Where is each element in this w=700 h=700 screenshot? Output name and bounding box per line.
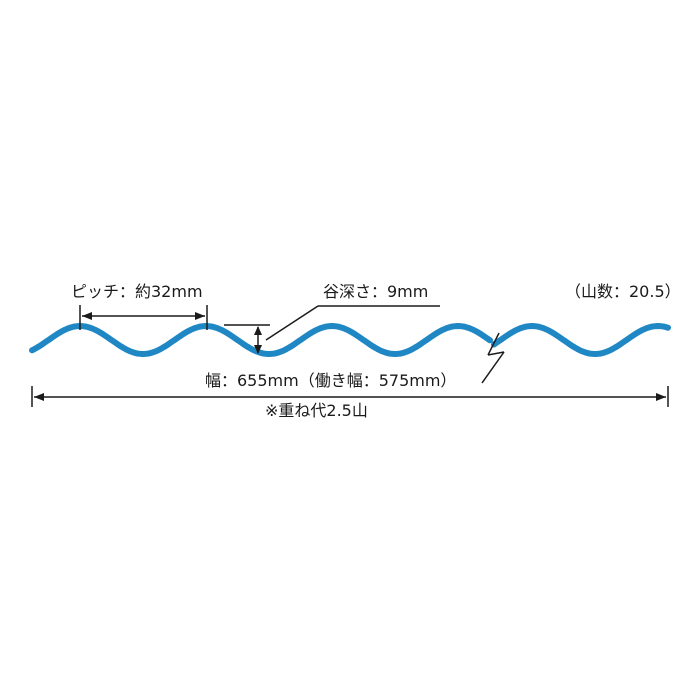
crest-count-label: （山数：20.5） — [565, 282, 681, 301]
pitch-dimension — [79, 305, 208, 330]
depth-dimension — [224, 305, 440, 354]
pitch-label: ピッチ：約32mm — [71, 282, 203, 301]
width-dimension — [31, 386, 669, 407]
overlap-label: ※重ね代2.5山 — [265, 401, 368, 420]
wave-profile-left — [29, 322, 493, 357]
break-mark — [481, 332, 505, 384]
wave-profile-right — [491, 322, 671, 357]
valley-depth-label: 谷深さ：9mm — [323, 282, 429, 301]
width-label: 幅：655mm（働き幅：575mm） — [205, 371, 457, 390]
